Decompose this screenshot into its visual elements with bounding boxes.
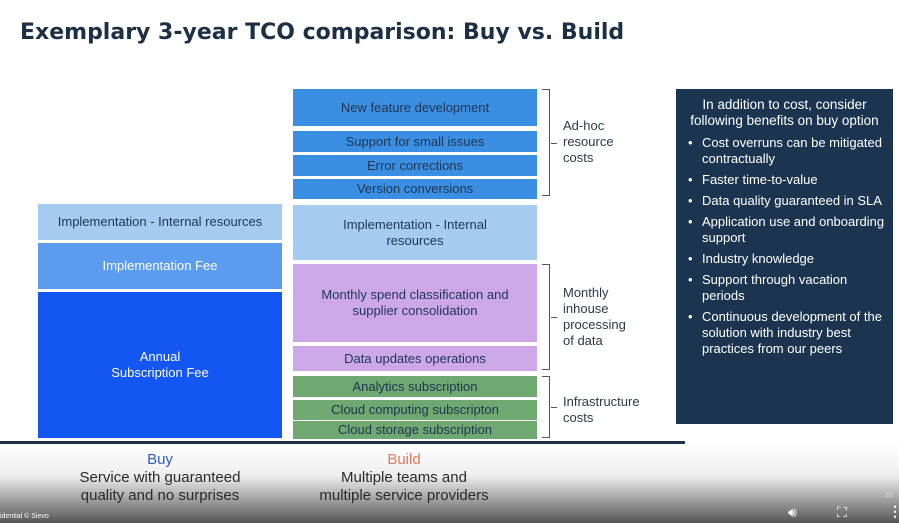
fullscreen-icon[interactable]: ⛶ [837, 504, 847, 520]
brace-infra [542, 376, 557, 438]
build-cloud-storage: Cloud storage subscription [293, 421, 537, 439]
build-version: Version conversions [293, 179, 537, 199]
group-infra: Infrastructure costs [563, 394, 640, 425]
build-cloud-computing: Cloud computing subscripton [293, 400, 537, 420]
confidential-note: idential © Sievo [0, 513, 49, 520]
buy-impl-fee: Implementation Fee [38, 243, 282, 289]
build-caption-line: Multiple teams and [341, 469, 467, 486]
benefit-item: Cost overruns can be mitigated contractu… [684, 135, 885, 167]
benefit-item: Industry knowledge [684, 251, 885, 267]
build-data-updates: Data updates operations [293, 346, 537, 371]
more-options-icon[interactable]: ⋮ [888, 503, 899, 519]
buy-label: Buy [147, 451, 173, 468]
buy-caption-line: quality and no surprises [80, 487, 240, 504]
build-caption: Build Multiple teams and multiple servic… [284, 451, 524, 505]
build-support: Support for small issues [293, 131, 537, 152]
build-caption-line: multiple service providers [319, 487, 489, 504]
build-analytics: Analytics subscription [293, 376, 537, 397]
panel-heading: In addition to cost, consider following … [690, 97, 879, 128]
buy-impl-internal: Implementation - Internal resources [38, 204, 282, 240]
build-label: Build [387, 451, 421, 468]
benefits-panel: In addition to cost, consider following … [676, 89, 893, 424]
benefit-item: Continuous development of the solution w… [684, 309, 885, 357]
brace-monthly [542, 264, 557, 370]
benefit-item: Application use and onboarding support [684, 214, 885, 246]
group-monthly: Monthly inhouse processing of data [563, 285, 626, 348]
benefit-item: Faster time-to-value [684, 172, 885, 188]
buy-annual-fee: Annual Subscription Fee [38, 292, 282, 438]
benefit-item: Support through vacation periods [684, 272, 885, 304]
build-error: Error corrections [293, 155, 537, 176]
brace-adhoc [542, 89, 557, 196]
build-monthly-spend: Monthly spend classification and supplie… [293, 264, 537, 342]
build-impl-internal: Implementation - Internal resources [293, 205, 537, 260]
slide-title: Exemplary 3-year TCO comparison: Buy vs.… [20, 20, 625, 45]
group-adhoc: Ad-hoc resource costs [563, 118, 614, 165]
video-overlay [0, 444, 899, 523]
buy-caption-line: Service with guaranteed [79, 469, 241, 486]
page-number: 20 [885, 492, 893, 499]
build-new-feature: New feature development [293, 89, 537, 126]
volume-icon[interactable]: 🔊︎ [788, 504, 797, 520]
baseline [0, 441, 685, 444]
buy-caption: Buy Service with guaranteed quality and … [40, 451, 280, 505]
benefit-item: Data quality guaranteed in SLA [684, 193, 885, 209]
